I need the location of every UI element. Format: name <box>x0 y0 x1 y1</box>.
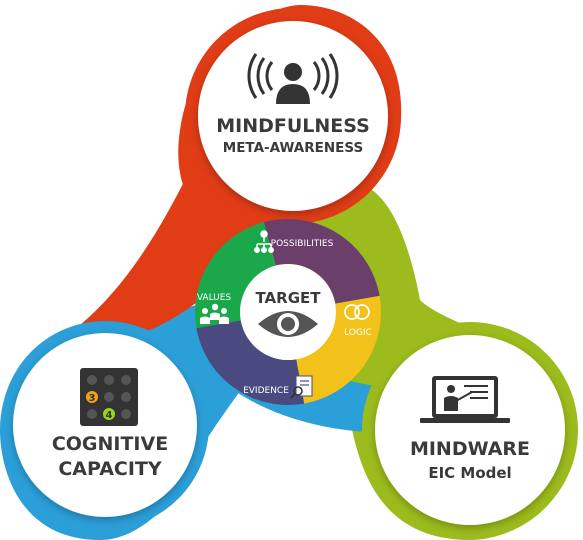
logic-segment <box>296 295 382 404</box>
evidence-label: EVIDENCE <box>243 386 289 396</box>
cognitive-title-line1: COGNITIVE <box>52 433 168 455</box>
mindfulness-subtitle: META-AWARENESS <box>223 140 363 156</box>
person-broadcast-icon <box>247 53 339 104</box>
eye-icon <box>258 311 318 337</box>
cognitive-node: 3 4 COGNITIVE CAPACITY <box>1 321 209 529</box>
mindware-subtitle: EIC Model <box>428 464 511 482</box>
badge-3-dot <box>86 391 98 403</box>
cognitive-title-line2: CAPACITY <box>58 458 162 480</box>
target-title: TARGET <box>255 289 321 307</box>
mindware-node: MINDWARE EIC Model <box>362 322 578 538</box>
badge-3-label: 3 <box>89 393 96 404</box>
badge-4-dot <box>103 408 115 420</box>
document-magnifier-icon <box>290 375 313 399</box>
venn-icon <box>344 304 370 320</box>
badge-4-label: 4 <box>106 410 113 421</box>
group-icon <box>200 303 229 324</box>
mindware-title: MINDWARE <box>410 438 530 460</box>
mindware-disc <box>375 335 565 525</box>
mindfulness-node: MINDFULNESS META-AWARENESS <box>185 8 401 224</box>
mindfulness-title: MINDFULNESS <box>216 115 370 137</box>
possibilities-segment <box>263 219 380 304</box>
mindfulness-disc <box>198 21 388 211</box>
values-label: VALUES <box>197 293 232 303</box>
target-wheel: POSSIBILITIES LOGIC EVIDENCE VALUES <box>195 219 382 405</box>
branching-icon <box>254 230 274 253</box>
logic-label: LOGIC <box>344 328 372 338</box>
memory-grid-icon: 3 4 <box>80 368 138 426</box>
possibilities-label: POSSIBILITIES <box>271 239 334 249</box>
red-lobe-arm <box>60 170 292 340</box>
presenter-monitor-icon <box>420 376 510 423</box>
evidence-segment <box>196 320 305 405</box>
